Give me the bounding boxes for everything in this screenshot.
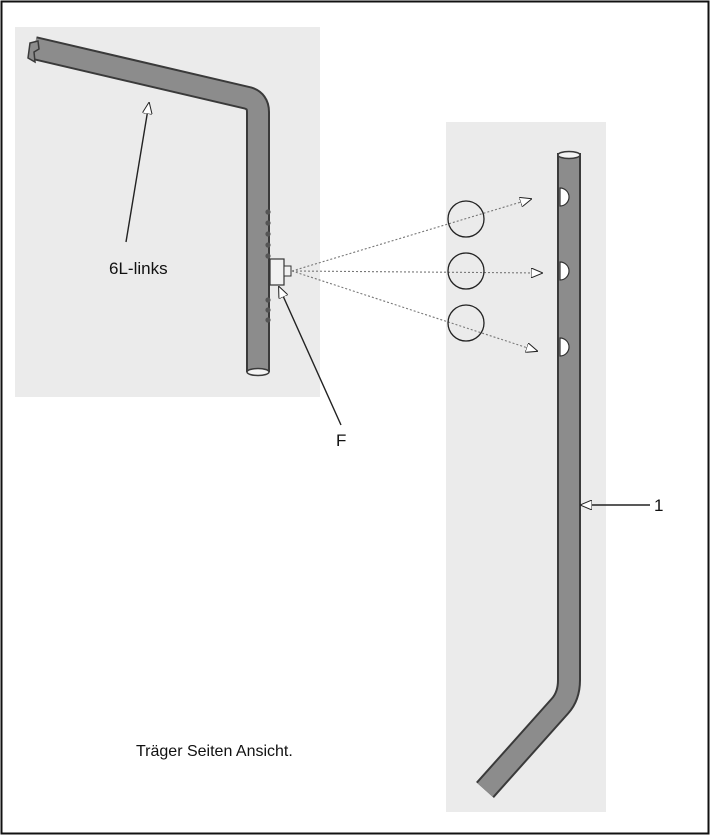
- tube-6l-links: [27, 36, 271, 377]
- leader-f: [279, 287, 342, 426]
- fastener-f: [269, 258, 292, 286]
- caption-text: Träger Seiten Ansicht.: [136, 743, 293, 760]
- label-1: 1: [654, 496, 663, 515]
- projection-arrows: [291, 199, 542, 351]
- tube-1: [476, 150, 581, 798]
- right-panel: [446, 122, 606, 812]
- leader-6l-links: [125, 103, 149, 243]
- hole-circles: [447, 200, 485, 342]
- label-f: F: [336, 431, 346, 450]
- label-6l-links: 6L-links: [109, 259, 168, 278]
